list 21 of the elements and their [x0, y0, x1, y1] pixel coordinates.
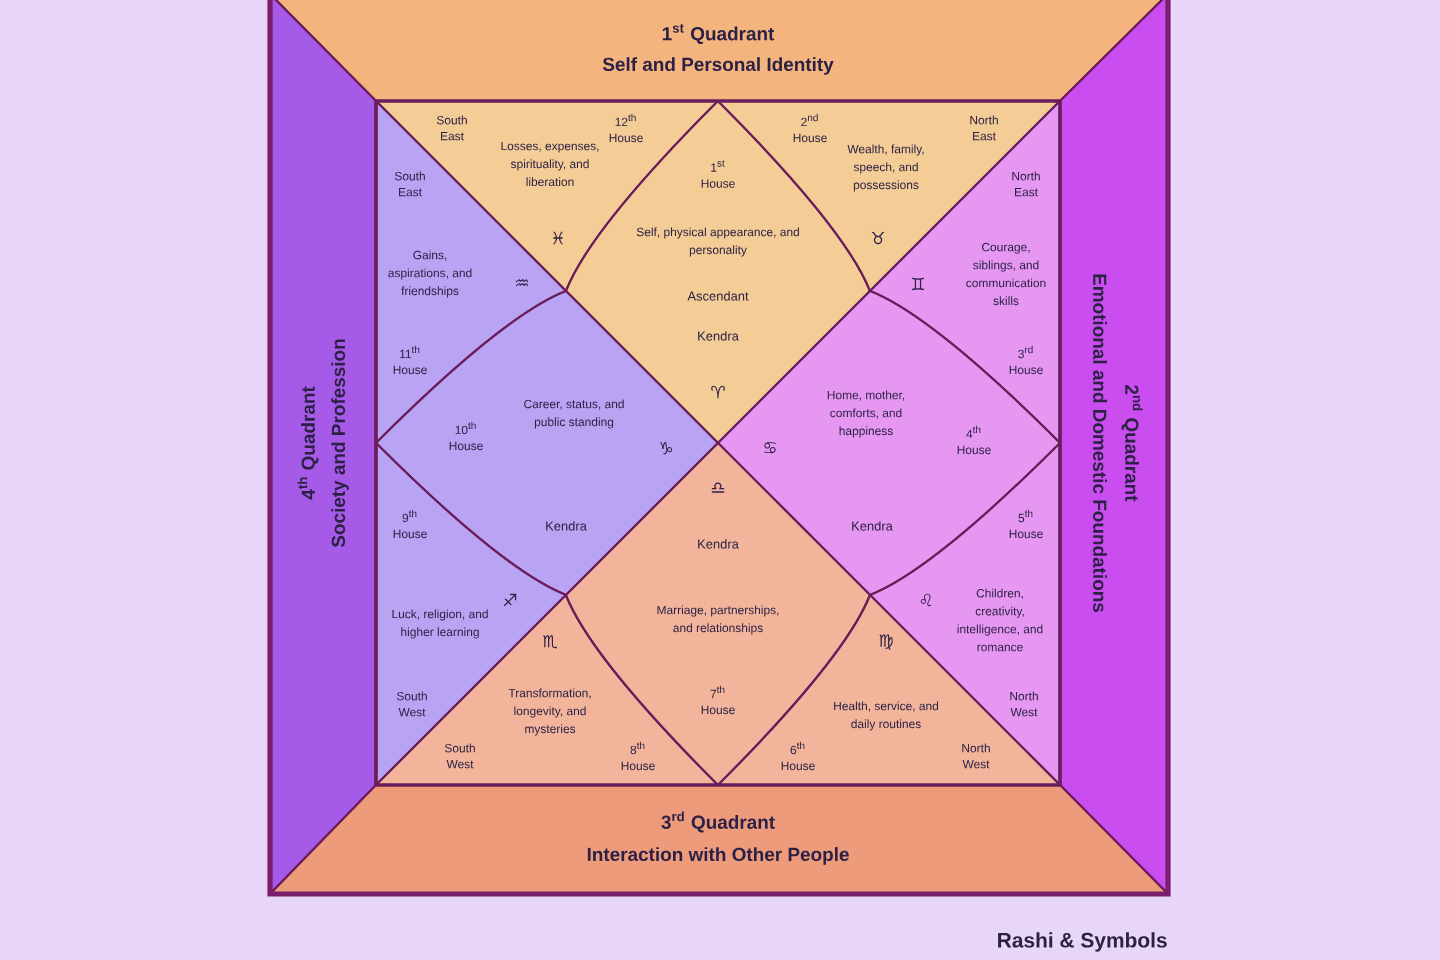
- quadrant-heading: 4$^{th}$ Quadrant: [297, 386, 319, 500]
- zodiac-symbol: ♍: [879, 634, 893, 650]
- zodiac-symbol: ♐: [503, 593, 517, 607]
- zodiac-symbol: ♉: [871, 231, 885, 245]
- zodiac-symbol: ♎: [711, 482, 725, 493]
- footer-text: Rashi & Symbols: [998, 932, 1167, 952]
- quadrant-title: Society and Profession: [331, 339, 349, 548]
- zodiac-symbol: ♒: [515, 279, 529, 287]
- quadrant-heading: 2$^{nd}$ Quadrant: [1121, 385, 1143, 502]
- quadrant-heading: 3$^{rd}$ Quadrant: [661, 811, 775, 833]
- zodiac-symbol: ♏: [543, 635, 558, 649]
- zodiac-symbol: ♋: [764, 442, 776, 454]
- quadrant-title: Emotional and Domestic Foundations: [1093, 274, 1107, 613]
- quadrant-heading: 1$^{st}$ Quadrant: [662, 24, 775, 44]
- zodiac-symbol: ♈: [711, 385, 725, 399]
- zodiac-symbol: ♑: [660, 441, 672, 455]
- quadrant-title: Self and Personal Identity: [602, 57, 834, 75]
- zodiac-symbol: ♊: [912, 277, 924, 291]
- zodiac-symbol: ♌: [920, 593, 932, 607]
- quadrant-title: Interaction with Other People: [587, 847, 849, 865]
- zodiac-symbol: ♓: [553, 231, 563, 245]
